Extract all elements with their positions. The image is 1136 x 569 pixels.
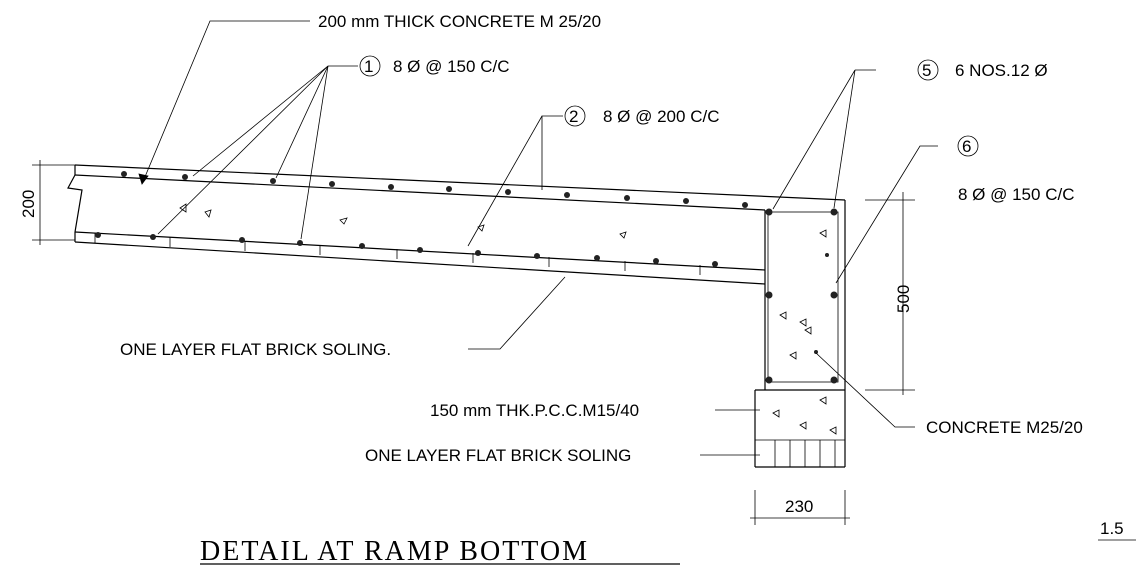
- mark1-number: 1: [364, 57, 373, 76]
- mark1-label: 8 Ø @ 150 C/C: [393, 57, 509, 76]
- soling-slab-label: ONE LAYER FLAT BRICK SOLING.: [120, 340, 391, 359]
- mark5-number: 5: [922, 61, 931, 80]
- scale-label: 1.5: [1100, 519, 1124, 538]
- mark2-label: 8 Ø @ 200 C/C: [603, 107, 719, 126]
- mark5-label: 6 NOS.12 Ø: [955, 61, 1048, 80]
- rebar-dots: [95, 171, 838, 384]
- leaders: [138, 20, 938, 456]
- beam-depth-dim: 500: [894, 285, 913, 313]
- slab-thickness-dim: 200: [19, 190, 38, 218]
- ramp-slab: [67, 164, 846, 285]
- mark6-label: 8 Ø @ 150 C/C: [958, 185, 1074, 204]
- aggregate-marks: [179, 203, 837, 435]
- drawing-title: DETAIL AT RAMP BOTTOM: [200, 536, 589, 567]
- dimensions: [32, 160, 1136, 541]
- slab-label: 200 mm THICK CONCRETE M 25/20: [318, 12, 601, 31]
- mark6-number: 6: [962, 137, 971, 156]
- pcc-label: 150 mm THK.P.C.C.M15/40: [430, 401, 639, 420]
- callout-circles: [359, 55, 979, 157]
- beam-width-dim: 230: [785, 497, 813, 516]
- soling-beam-label: ONE LAYER FLAT BRICK SOLING: [365, 446, 631, 465]
- mark2-number: 2: [569, 107, 578, 126]
- beam-concrete-label: CONCRETE M25/20: [926, 418, 1083, 437]
- edge-beam: [754, 200, 846, 468]
